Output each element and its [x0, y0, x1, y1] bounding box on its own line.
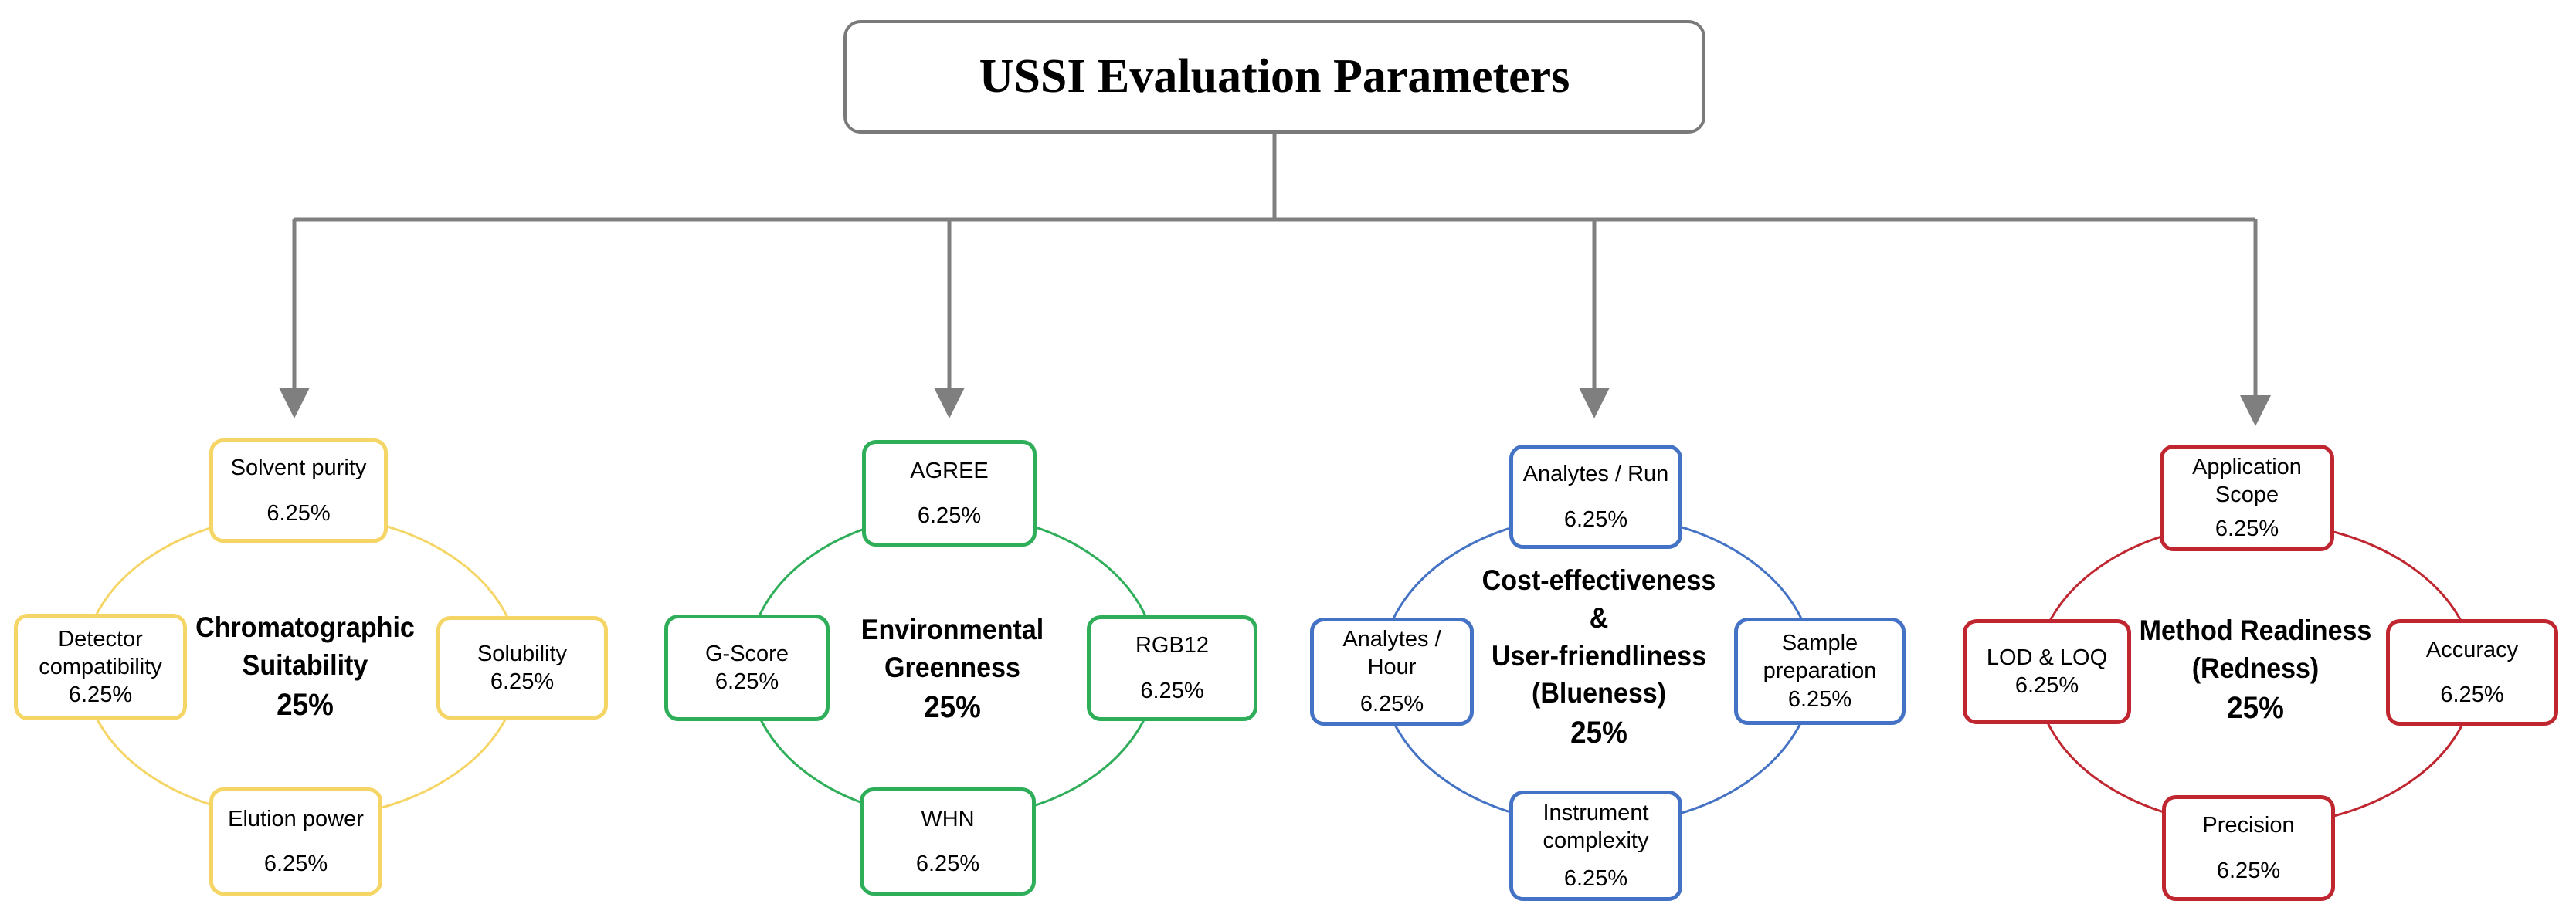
param-percent: 6.25% [1787, 686, 1852, 712]
center-line: (Blueness) [1531, 677, 1667, 709]
param-label: WHN [921, 806, 975, 831]
center-line: Suitability [242, 648, 368, 681]
param-label: G-Score [705, 641, 789, 666]
param-label: Application Scope [2192, 454, 2302, 507]
center-line: Environmental [860, 614, 1044, 645]
param-agree: AGREE 6.25% [862, 440, 1037, 547]
param-percent: 6.25% [1359, 692, 1424, 717]
param-label: Elution power [228, 806, 364, 831]
param-analytes-per-run: Analytes / Run 6.25% [1509, 445, 1682, 549]
group-center-cost: Cost-effectiveness & User-friendliness (… [1471, 562, 1726, 753]
center-line: Method Readiness [2139, 615, 2372, 646]
center-percent: 25% [1570, 716, 1627, 750]
center-line: Greenness [884, 651, 1020, 683]
center-line: & [1589, 601, 1609, 634]
param-label: Solvent purity [230, 455, 367, 481]
param-rgb12: RGB12 6.25% [1087, 615, 1257, 721]
group-center-method: Method Readiness (Redness) 25% [2131, 612, 2380, 728]
param-percent: 6.25% [1140, 678, 1204, 703]
param-label: RGB12 [1135, 633, 1210, 659]
param-percent: 6.25% [1563, 506, 1628, 532]
param-instrument-complexity: Instrument complexity 6.25% [1509, 791, 1682, 901]
param-g-score: G-Score 6.25% [664, 615, 830, 721]
param-label: Solubility [477, 641, 568, 666]
param-percent: 6.25% [2216, 858, 2281, 883]
center-line: User-friendliness [1491, 639, 1707, 672]
group-center-chromatographic: Chromatographic Suitability 25% [188, 609, 423, 725]
param-percent: 6.25% [915, 852, 980, 876]
param-lod-loq: LOD & LOQ 6.25% [1963, 619, 2131, 724]
param-label: AGREE [910, 458, 989, 483]
param-label: Instrument complexity [1543, 801, 1649, 854]
param-analytes-per-hour: Analytes / Hour 6.25% [1310, 618, 1474, 726]
param-solvent-purity: Solvent purity 6.25% [209, 438, 388, 543]
param-label: Accuracy [2425, 637, 2519, 662]
arrow-tree [279, 134, 2271, 426]
param-label: LOD & LOQ [1986, 645, 2108, 670]
center-percent: 25% [277, 687, 334, 722]
param-label: Sample preparation [1763, 631, 1877, 684]
param-percent: 6.25% [2215, 516, 2279, 542]
param-percent: 6.25% [917, 503, 982, 528]
diagram-title: USSI Evaluation Parameters [979, 50, 1570, 103]
param-label: Analytes / Run [1522, 462, 1669, 487]
param-application-scope: Application Scope 6.25% [2160, 445, 2334, 551]
center-percent: 25% [2227, 690, 2284, 725]
param-precision: Precision 6.25% [2162, 795, 2335, 901]
param-percent: 6.25% [263, 852, 328, 876]
param-percent: 6.25% [714, 669, 779, 694]
center-percent: 25% [924, 689, 981, 724]
param-accuracy: Accuracy 6.25% [2386, 619, 2558, 726]
param-percent: 6.25% [266, 500, 331, 526]
param-elution-power: Elution power 6.25% [209, 787, 382, 896]
title-box: USSI Evaluation Parameters [843, 20, 1705, 134]
param-detector-compatibility: Detector compatibility 6.25% [14, 614, 187, 720]
center-line: (Redness) [2191, 652, 2320, 684]
param-percent: 6.25% [2014, 673, 2079, 698]
center-line: Cost-effectiveness [1481, 564, 1716, 596]
param-solubility: Solubility 6.25% [436, 616, 608, 720]
param-percent: 6.25% [68, 682, 133, 708]
param-sample-preparation: Sample preparation 6.25% [1734, 618, 1906, 725]
param-percent: 6.25% [2440, 682, 2504, 707]
center-line: Chromatographic [195, 611, 415, 643]
param-label: Precision [2202, 813, 2295, 838]
param-label: Detector compatibility [39, 626, 162, 679]
param-whn: WHN 6.25% [860, 787, 1036, 896]
param-label: Analytes / Hour [1342, 626, 1441, 679]
group-center-environmental: Environmental Greenness 25% [839, 611, 1066, 727]
param-percent: 6.25% [1563, 865, 1628, 891]
param-percent: 6.25% [490, 669, 555, 694]
